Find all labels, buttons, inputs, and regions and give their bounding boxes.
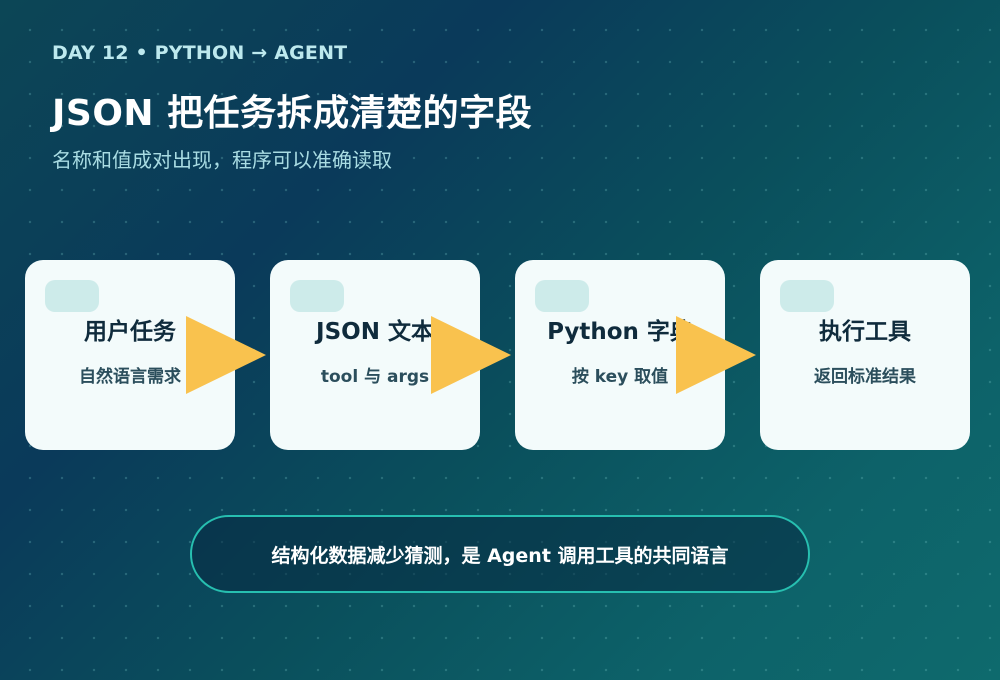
card-title: JSON 文本 [316, 319, 434, 345]
arrow-right-icon [186, 316, 266, 394]
card-tab-decoration [290, 280, 344, 312]
card-title: 执行工具 [819, 319, 911, 345]
page-subtitle: 名称和值成对出现，程序可以准确读取 [52, 148, 392, 172]
card-description: 自然语言需求 [79, 367, 181, 387]
card-tab-decoration [535, 280, 589, 312]
summary-text: 结构化数据减少猜测，是 Agent 调用工具的共同语言 [271, 544, 729, 567]
card-title: Python 字典 [547, 319, 693, 345]
card-tab-decoration [780, 280, 834, 312]
eyebrow-label: DAY 12 • PYTHON → AGENT [52, 42, 348, 64]
arrow-right-icon [431, 316, 511, 394]
summary-banner: 结构化数据减少猜测，是 Agent 调用工具的共同语言 [190, 515, 810, 593]
card-tab-decoration [45, 280, 99, 312]
card-description: 返回标准结果 [814, 367, 916, 387]
card-description: 按 key 取值 [571, 367, 669, 387]
flow-card-execute-tool: 执行工具 返回标准结果 [760, 260, 970, 450]
card-title: 用户任务 [84, 319, 176, 345]
arrow-right-icon [676, 316, 756, 394]
page-title: JSON 把任务拆成清楚的字段 [52, 93, 533, 134]
card-description: tool 与 args [320, 367, 430, 387]
